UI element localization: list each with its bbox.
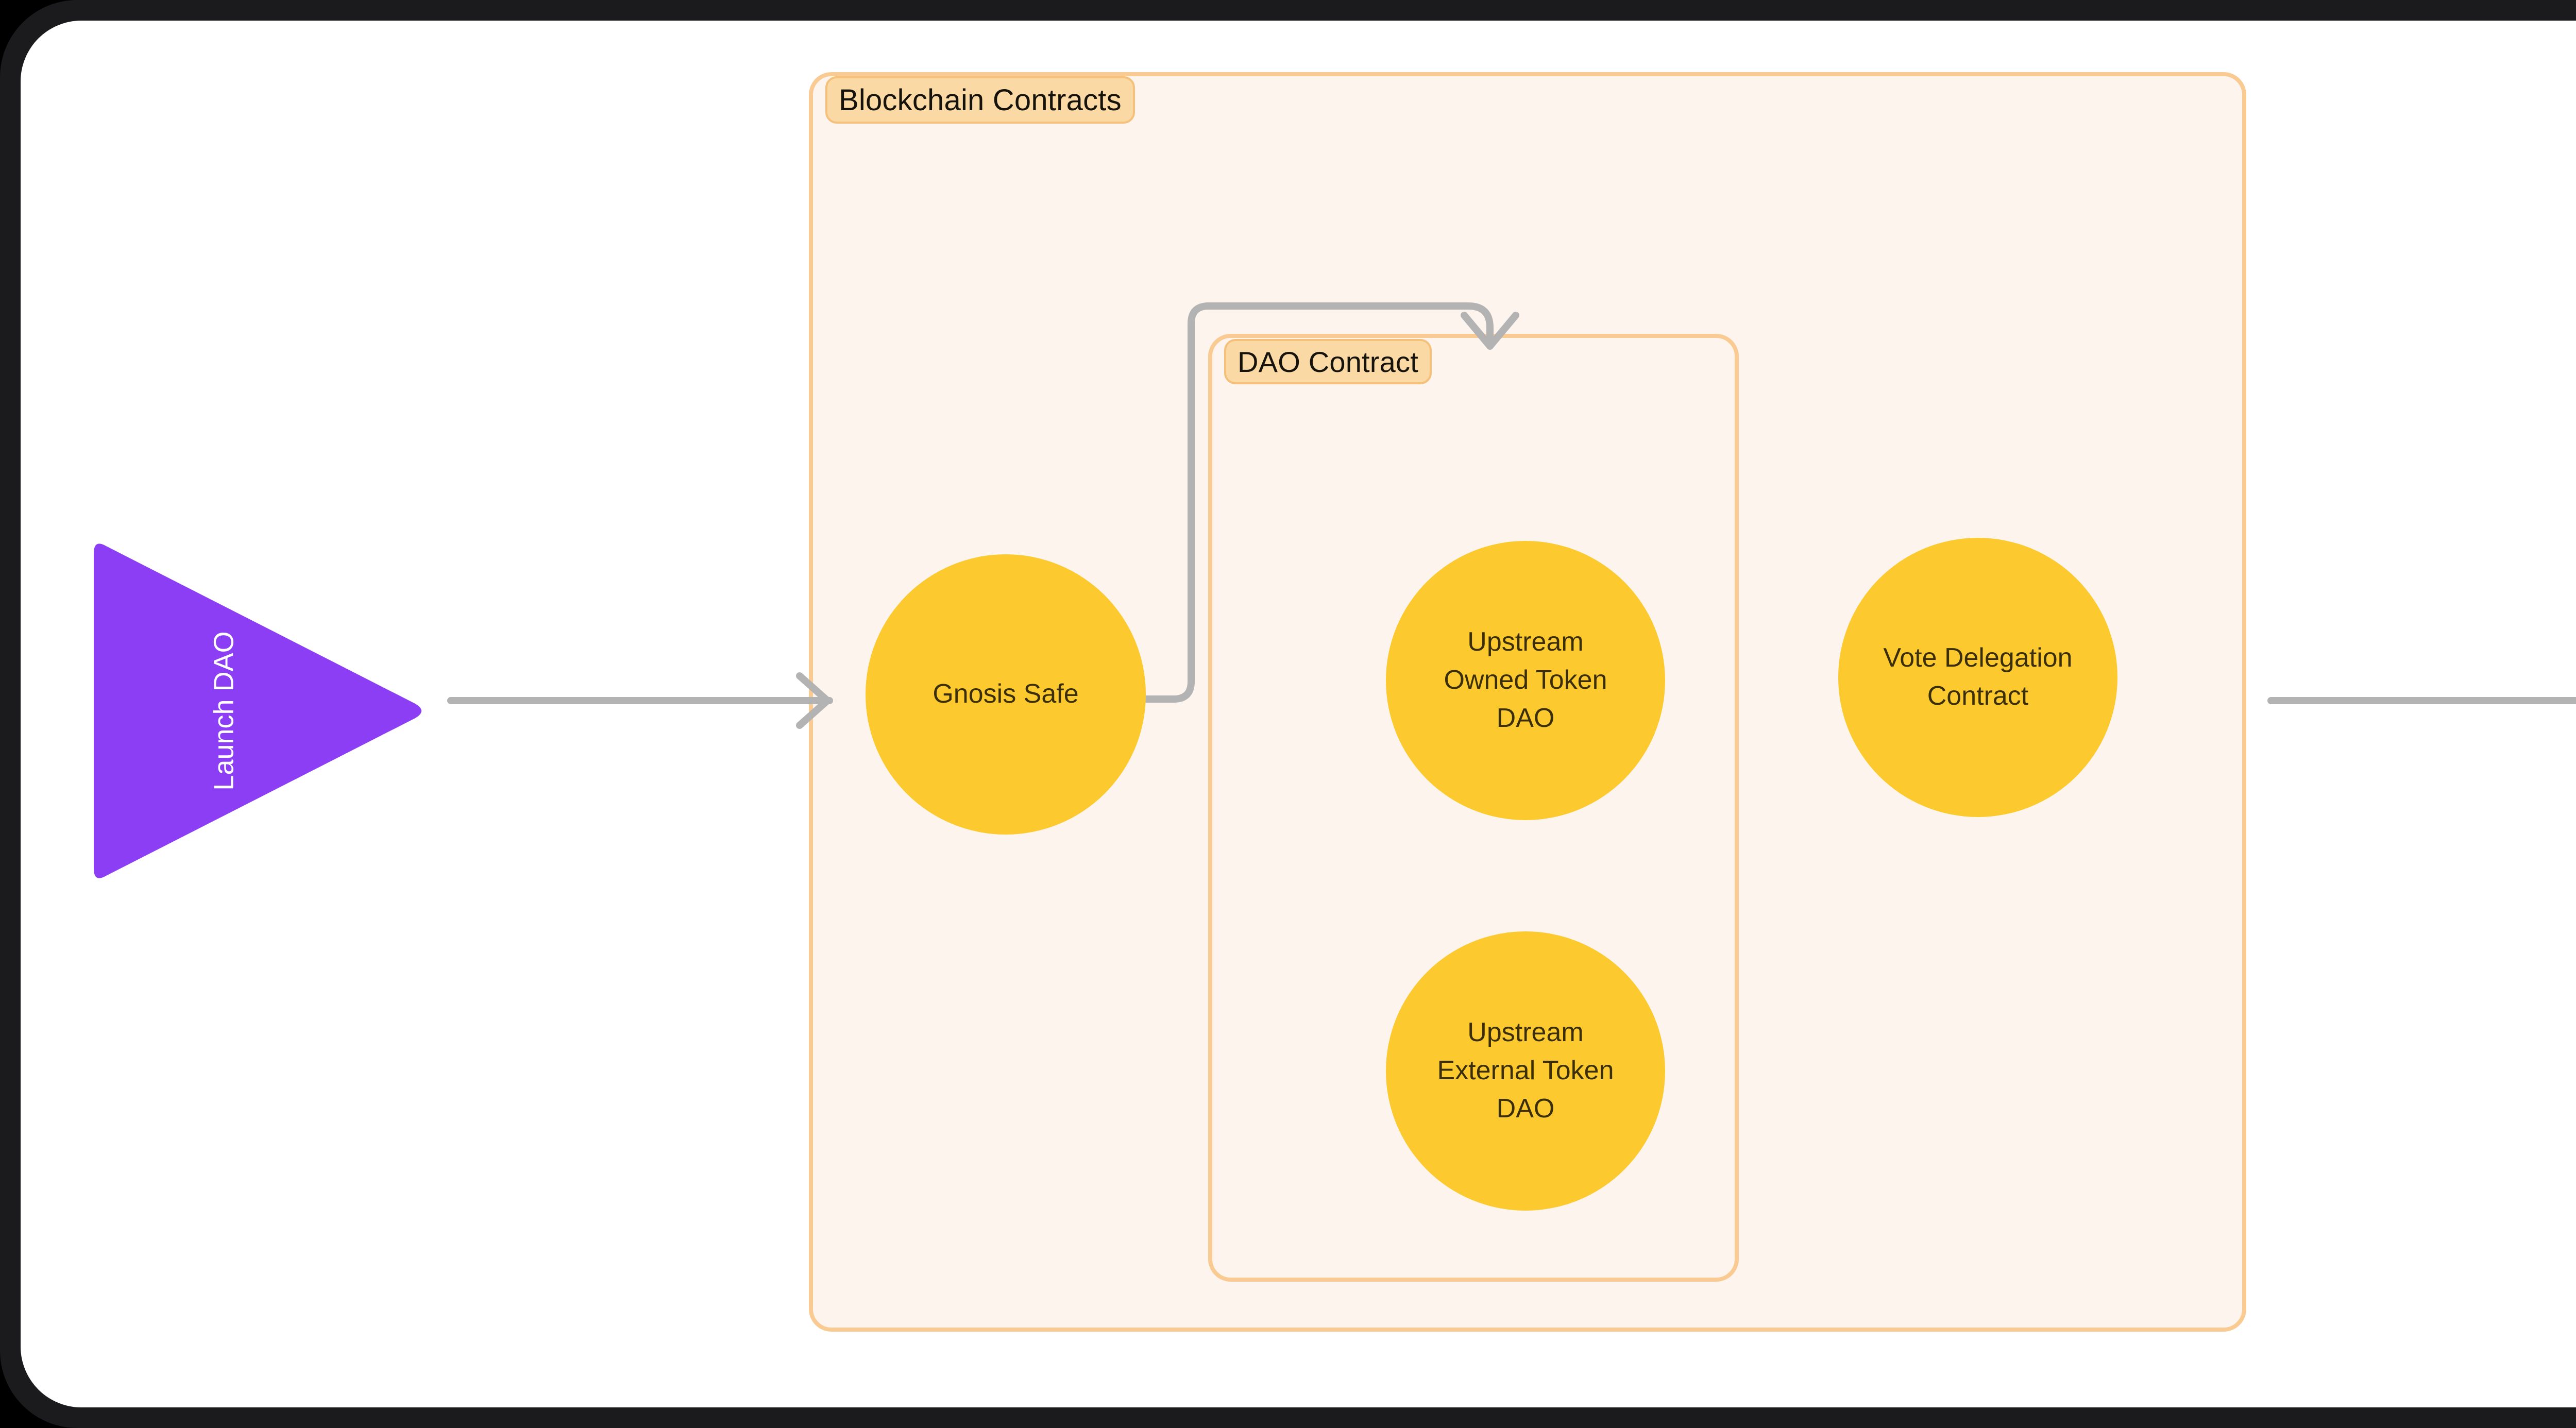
node-label-line-1: Vote Delegation bbox=[1883, 643, 2073, 673]
node-label-line-1: Upstream bbox=[1467, 627, 1584, 657]
connector-vote-to-collective bbox=[2267, 697, 2576, 704]
group-label-blockchain-contracts[interactable]: Blockchain Contracts bbox=[825, 76, 1135, 124]
node-label-line-2: Contract bbox=[1927, 681, 2029, 711]
node-label-line-1: Upstream bbox=[1467, 1017, 1584, 1048]
node-vote-delegation-contract[interactable]: Vote Delegation Contract bbox=[1838, 538, 2117, 817]
node-upstream-owned-token-dao-label: Upstream Owned Token DAO bbox=[1436, 623, 1614, 737]
node-label-line-3: DAO bbox=[1496, 1093, 1555, 1124]
node-upstream-external-token-dao[interactable]: Upstream External Token DAO bbox=[1386, 931, 1665, 1211]
diagram-canvas[interactable]: Blockchain Contracts DAO Contract Launch… bbox=[21, 21, 2576, 1407]
triangle-right-icon bbox=[94, 543, 421, 878]
node-upstream-owned-token-dao[interactable]: Upstream Owned Token DAO bbox=[1386, 541, 1665, 820]
node-launch-dao[interactable]: Launch DAO bbox=[78, 536, 429, 886]
node-vote-delegation-contract-label: Vote Delegation Contract bbox=[1876, 639, 2079, 716]
node-label-line-3: DAO bbox=[1496, 703, 1555, 733]
node-label-line-2: Owned Token bbox=[1444, 665, 1607, 695]
node-label-line-2: External Token bbox=[1437, 1056, 1614, 1086]
node-gnosis-safe[interactable]: Gnosis Safe bbox=[866, 554, 1146, 835]
node-upstream-external-token-dao-label: Upstream External Token DAO bbox=[1430, 1014, 1621, 1128]
device-screen: Blockchain Contracts DAO Contract Launch… bbox=[21, 21, 2576, 1407]
connector-launch-to-gnosis bbox=[447, 672, 833, 729]
group-label-dao-contract[interactable]: DAO Contract bbox=[1224, 339, 1432, 384]
node-gnosis-safe-label: Gnosis Safe bbox=[933, 679, 1079, 709]
